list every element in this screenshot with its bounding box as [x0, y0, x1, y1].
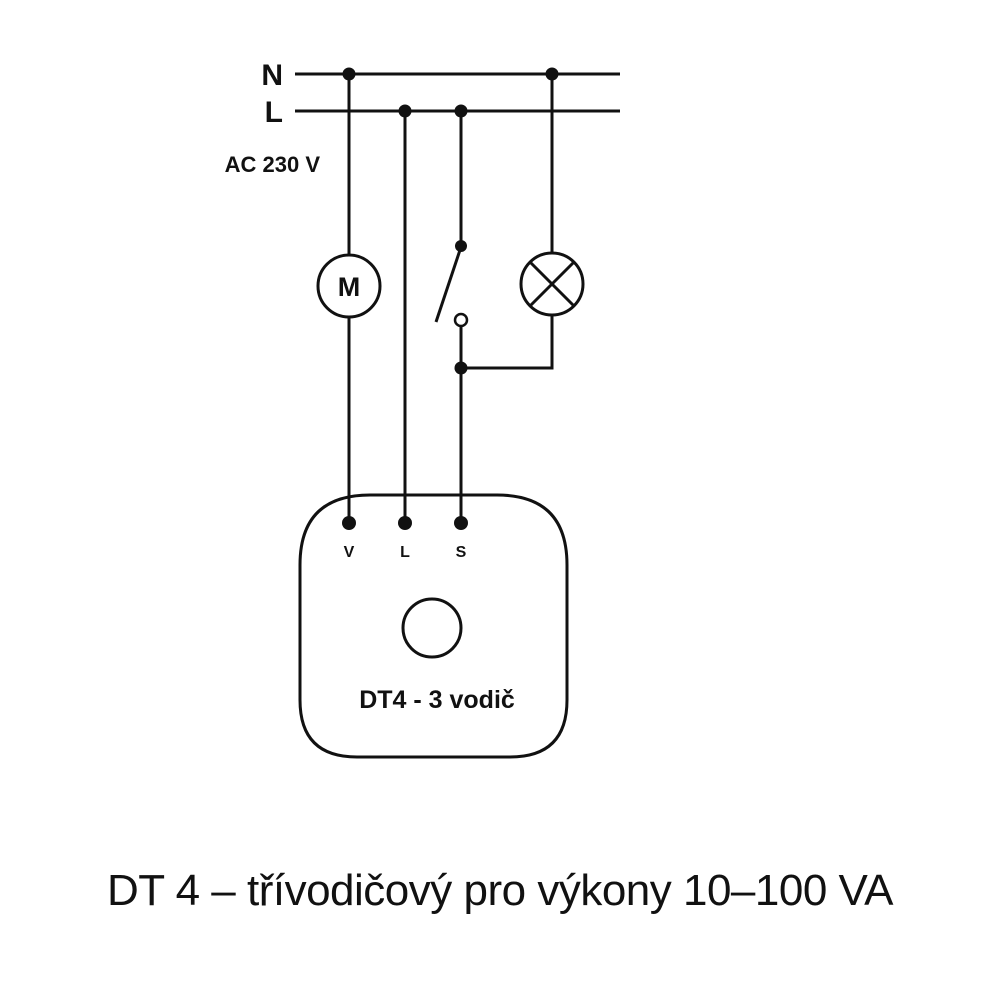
dt4-device: V L S DT4 - 3 vodič [298, 493, 569, 759]
figure-caption: DT 4 – třívodičový pro výkony 10–100 VA [107, 866, 893, 915]
switch-icon [434, 240, 469, 328]
device-name-label: DT4 - 3 vodič [359, 686, 515, 714]
junction-node [545, 67, 559, 81]
terminal-s-node [454, 516, 468, 530]
junction-node [398, 104, 412, 118]
motor-label: M [338, 272, 361, 302]
terminal-l-node [398, 516, 412, 530]
line-bus-label: L [265, 96, 283, 129]
terminal-s-label: S [456, 544, 467, 561]
motor-icon: M [316, 253, 382, 319]
junction-node [454, 104, 468, 118]
terminal-v-label: V [344, 544, 355, 561]
lamp-icon [519, 251, 585, 317]
circle-button-icon [401, 597, 463, 659]
terminal-l-label: L [400, 544, 410, 561]
terminal-v-node [342, 516, 356, 530]
junction-node [342, 67, 356, 81]
supply-voltage-label: AC 230 V [225, 152, 321, 177]
junction-node [454, 361, 468, 375]
neutral-bus-label: N [261, 59, 283, 92]
lamp-return-wire [461, 315, 554, 370]
